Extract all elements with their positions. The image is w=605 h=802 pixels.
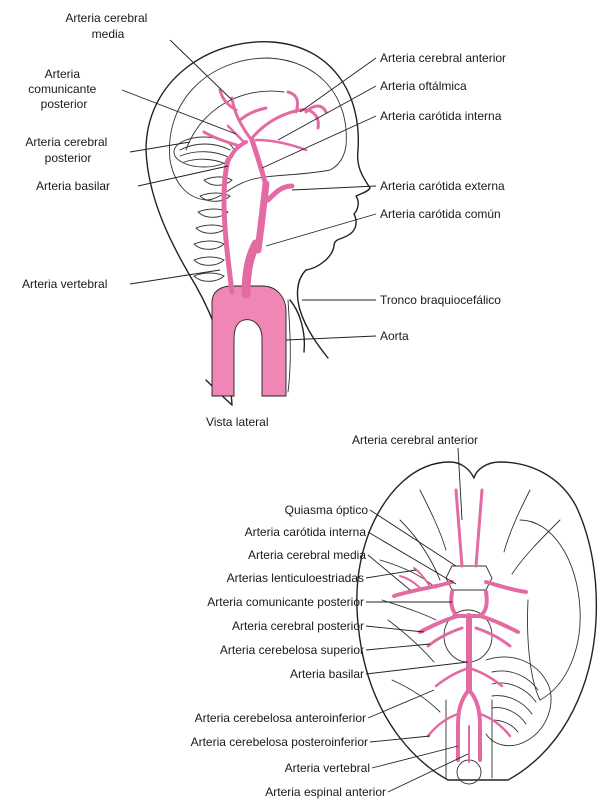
common-carotid-artery (258, 184, 266, 250)
middle-cerebral-artery-inferior (394, 582, 526, 596)
anterior-cerebral-artery-inferior (456, 490, 482, 566)
label-cerebelosa-anteroinferior: Arteria cerebelosa anteroinferior (195, 711, 366, 725)
brain-base-outline (357, 462, 597, 780)
label-carotida-interna-lateral: Arteria carótida interna (380, 109, 502, 123)
circle-of-willis (451, 592, 487, 616)
label-cerebelosa-posteroinferior: Arteria cerebelosa posteroinferior (191, 735, 368, 749)
ophthalmic-artery (256, 140, 306, 150)
label-carotida-comun: Arteria carótida común (380, 207, 501, 221)
label-quiasma: Quiasma óptico (285, 503, 369, 517)
neck-front-outline (290, 300, 304, 352)
optic-chiasm-shape (446, 566, 492, 590)
inferior-view: Arteria cerebral anterior Quiasma óptico… (191, 433, 597, 799)
aorta (212, 286, 286, 396)
label-vertebral-inferior: Arteria vertebral (285, 761, 370, 775)
temporal-lobe (520, 520, 580, 700)
lateral-view: Arteria cerebral media Arteria comunican… (22, 11, 506, 429)
inferior-cerebellum-folia (492, 671, 538, 732)
label-cerebral-anterior-inferior: Arteria cerebral anterior (352, 433, 478, 447)
label-cerebral-posterior: Arteria cerebral posterior (25, 135, 110, 165)
label-carotida-interna-inferior: Arteria carótida interna (245, 525, 367, 539)
anterior-cerebral-artery (252, 92, 326, 138)
label-basilar-lateral: Arteria basilar (36, 179, 110, 193)
label-lenticuloestriadas: Arterias lenticuloestriadas (227, 571, 364, 585)
label-carotida-externa: Arteria carótida externa (380, 179, 505, 193)
label-oftalmica: Arteria oftálmica (380, 79, 467, 93)
label-cerebral-media-inferior: Arteria cerebral media (248, 548, 366, 562)
label-cerebral-media: Arteria cerebral media (65, 11, 150, 41)
external-carotid-artery (268, 186, 292, 200)
label-cerebral-anterior-lateral: Arteria cerebral anterior (380, 51, 506, 65)
cerebellum-folia (180, 144, 230, 164)
label-tronco: Tronco braquiocefálico (380, 293, 501, 307)
caption-vista-lateral: Vista lateral (206, 415, 268, 429)
label-cerebelosa-superior: Arteria cerebelosa superior (220, 643, 364, 657)
label-cerebral-posterior-inferior: Arteria cerebral posterior (232, 619, 364, 633)
label-espinal-anterior: Arteria espinal anterior (265, 785, 386, 799)
trachea (288, 300, 290, 392)
label-aorta: Aorta (380, 329, 409, 343)
label-comunicante-posterior: Arteria comunicante posterior (28, 67, 99, 111)
inferior-leaders (366, 448, 468, 792)
label-vertebral-lateral: Arteria vertebral (22, 277, 107, 291)
label-comunicante-posterior-inferior: Arteria comunicante posterior (207, 595, 364, 609)
label-basilar-inferior: Arteria basilar (290, 667, 364, 681)
